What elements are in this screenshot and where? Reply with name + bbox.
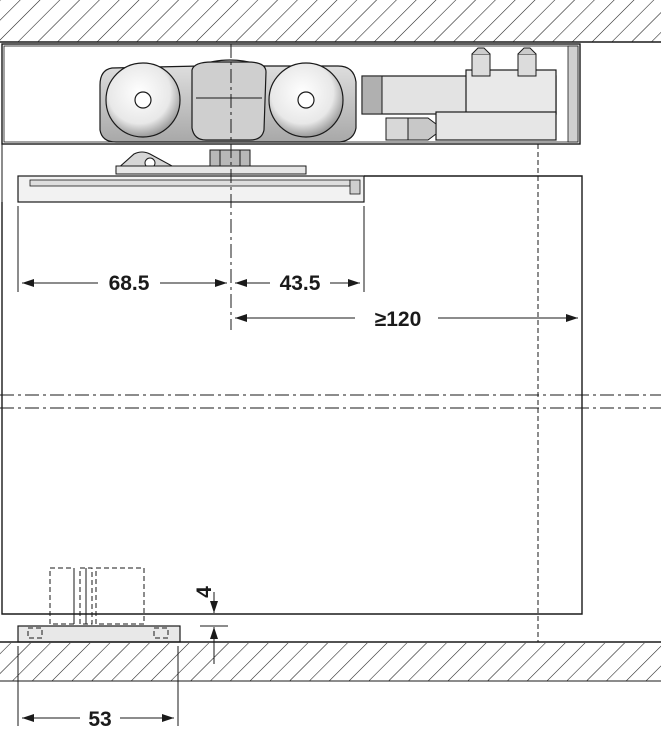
floor [0,641,661,682]
door-panel [1,144,583,642]
dimension-min-120-label: ≥120 [375,308,422,331]
stopper-unit [361,47,557,141]
dimension-68-5-label: 68.5 [109,272,150,295]
dimension-43-5-label: 43.5 [280,272,321,295]
bottom-guide [17,567,181,643]
dimension-gap-4 [200,592,228,664]
ceiling [0,0,661,43]
center-lines [0,44,661,409]
right-wheel [268,62,344,138]
dimension-row-1 [17,206,365,292]
dimension-53 [17,646,179,726]
left-wheel [105,62,181,138]
dimension-53-label: 53 [88,708,111,730]
door-top-profile [17,175,365,203]
dimension-4-label: 4 [193,586,216,598]
roller-carriage [99,59,357,175]
